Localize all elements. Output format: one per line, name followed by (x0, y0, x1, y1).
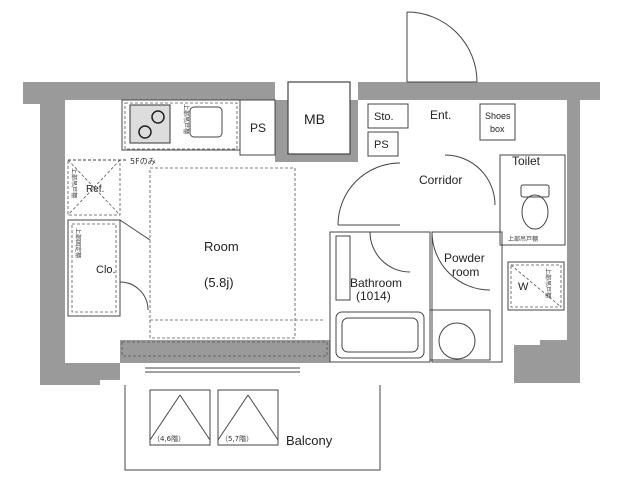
interior-floor (65, 100, 567, 363)
main-room: Room (5.8j) (121, 167, 328, 357)
ps-top-label: PS (250, 121, 266, 135)
clo-label: Clo. (96, 264, 116, 276)
balcony: （4,6階） （5,7階） Balcony (124, 385, 381, 471)
entrance-door (406, 11, 478, 83)
powder-room: Powder room (429, 231, 503, 363)
ent-label: Ent. (430, 108, 451, 122)
closet: Clo. 上部固定棚 (67, 219, 151, 317)
powder-room-label-2: room (452, 265, 479, 279)
washer-space: W 上部吊戸棚 (507, 261, 565, 311)
mb-label: MB (304, 111, 325, 127)
kitchen: 上部吊戸棚 (121, 99, 241, 151)
ref-area: Ref. 上部吊戸棚 5Fのみ (67, 157, 156, 216)
ref-upper-cabinet-note: 上部吊戸棚 (70, 168, 78, 198)
balcony-left-floor-note: （4,6階） (153, 434, 185, 443)
shoes-box-label-2: box (490, 124, 505, 134)
toilet-door (444, 154, 496, 206)
bathroom-label: Bathroom (350, 276, 402, 290)
toilet-upper-cabinet-note: 上部吊戸棚 (508, 235, 538, 243)
toilet-room: Toilet 上部吊戸棚 (499, 154, 566, 246)
washer-upper-cabinet-note: 上部吊戸棚 (544, 268, 552, 298)
toilet-label: Toilet (512, 154, 541, 168)
sto-label: Sto. (374, 111, 394, 123)
powder-room-label-1: Powder (444, 251, 485, 265)
sink (189, 106, 223, 138)
washer-label: W (518, 281, 529, 293)
upper-fixed-shelf-note: 上部固定棚 (74, 228, 82, 258)
corridor-label: Corridor (419, 173, 462, 187)
room-door (337, 162, 401, 226)
balcony-label: Balcony (286, 433, 333, 448)
mb-closet (287, 81, 351, 155)
ref-label: Ref. (86, 184, 104, 195)
room-label: Room (204, 239, 239, 254)
bathroom: Bathroom (1014) (329, 231, 431, 363)
shoes-box-label-1: Shoes (485, 111, 511, 121)
ps-mid-label: PS (374, 139, 389, 151)
stove (129, 104, 171, 144)
bathroom-size: (1014) (356, 289, 391, 303)
room-size: (5.8j) (204, 275, 234, 290)
kitchen-upper-cabinet-note: 上部吊戸棚 (182, 104, 190, 134)
balcony-right-floor-note: （5,7階） (221, 434, 253, 443)
fifth-floor-only-note: 5Fのみ (130, 157, 156, 166)
